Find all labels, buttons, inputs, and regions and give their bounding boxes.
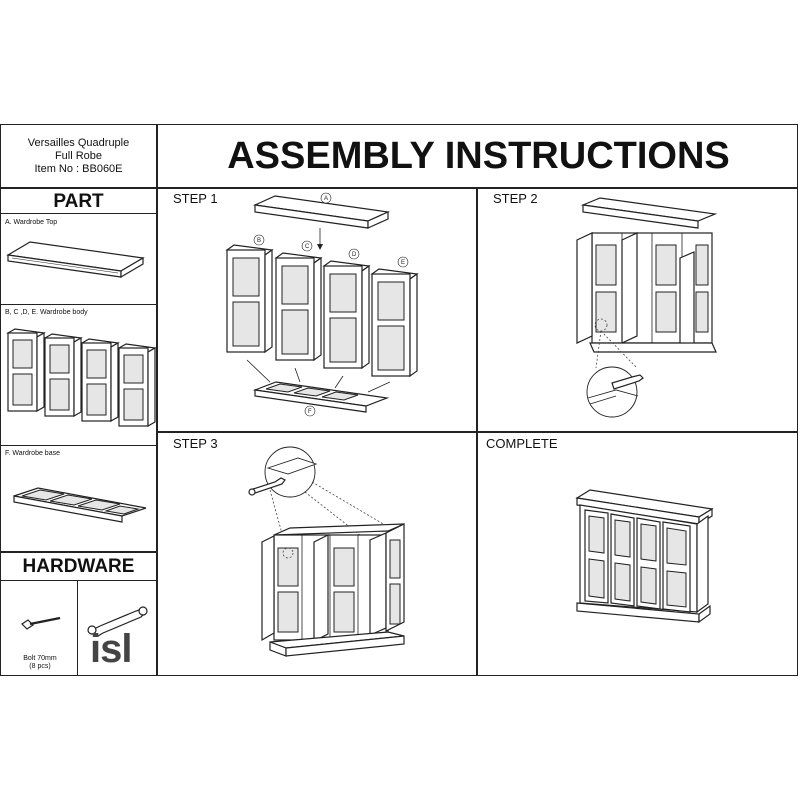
callout-b: B xyxy=(257,238,261,244)
wardrobe-body-illustrations xyxy=(6,328,157,428)
step-2-label: STEP 2 xyxy=(493,191,538,206)
part-label-bcde: B, C ,D, E. Wardrobe body xyxy=(5,309,88,316)
product-name: Versailles Quadruple xyxy=(27,136,130,149)
callout-a: A xyxy=(324,196,328,202)
isl-logo: isl xyxy=(90,627,132,671)
product-info: Versailles Quadruple Full Robe Item No :… xyxy=(0,124,157,188)
header-divider xyxy=(0,187,798,189)
instruction-sheet xyxy=(0,124,798,676)
callout-c: C xyxy=(305,244,310,250)
part-label-f: F. Wardrobe base xyxy=(5,450,60,457)
hardware-divider xyxy=(0,551,157,553)
callout-d: D xyxy=(352,252,357,258)
bolt-quantity: (8 pcs) xyxy=(29,663,51,670)
product-subtitle: Full Robe xyxy=(54,149,103,162)
steps-row-divider xyxy=(157,431,798,433)
callout-e: E xyxy=(401,260,405,266)
part-heading-divider xyxy=(0,213,157,214)
part-heading: PART xyxy=(53,191,104,212)
hardware-heading: HARDWARE xyxy=(22,556,135,577)
part-divider-2 xyxy=(0,445,157,446)
left-column-divider xyxy=(156,124,158,676)
wardrobe-top-illustration xyxy=(6,241,145,279)
part-divider-1 xyxy=(0,304,157,305)
part-label-a: A. Wardrobe Top xyxy=(5,219,58,226)
step-3-label: STEP 3 xyxy=(173,436,218,451)
wrench-icon xyxy=(87,606,148,637)
complete-label: COMPLETE xyxy=(486,436,558,451)
hardware-split-divider xyxy=(77,580,78,676)
hardware-heading-divider xyxy=(0,580,157,581)
bolt-label: Bolt 70mm (8 pcs) xyxy=(3,655,77,671)
bolt-size: Bolt 70mm xyxy=(23,655,57,662)
bolt-icon xyxy=(21,616,61,630)
wardrobe-base-illustration xyxy=(13,487,147,523)
callout-f: F xyxy=(308,409,312,415)
page-title: ASSEMBLY INSTRUCTIONS xyxy=(227,134,730,177)
item-number: Item No : BB060E xyxy=(34,162,123,175)
step-1-label: STEP 1 xyxy=(173,191,218,206)
